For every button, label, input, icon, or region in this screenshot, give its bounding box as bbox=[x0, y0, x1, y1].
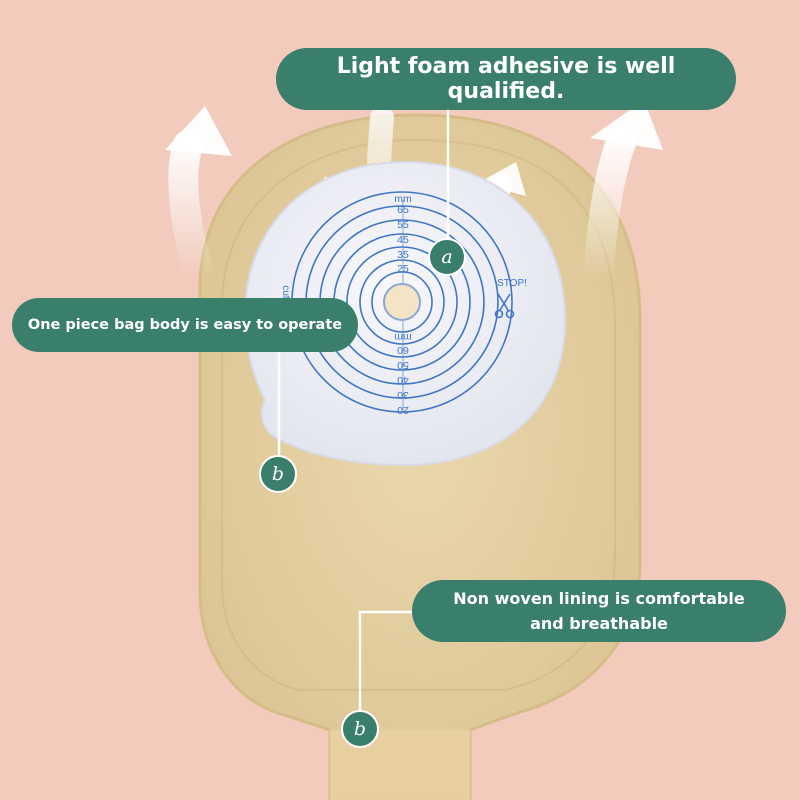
scale-label: 40 bbox=[397, 374, 409, 386]
callout-text: One piece bag body is easy to operate bbox=[27, 317, 343, 333]
marker-b: b bbox=[341, 710, 379, 748]
marker-letter: a bbox=[441, 246, 453, 268]
scale-label: 65 bbox=[397, 204, 409, 216]
scale-label: 60 bbox=[397, 344, 409, 356]
stoma-opening bbox=[383, 283, 421, 321]
marker-letter: b bbox=[353, 718, 367, 740]
marker-a: a bbox=[428, 238, 466, 276]
scissors-icon bbox=[494, 293, 515, 319]
scale-label: 35 bbox=[397, 249, 409, 261]
scale-label: 50 bbox=[397, 359, 409, 371]
scale-label: 55 bbox=[397, 219, 409, 231]
cut-label: cut bbox=[280, 285, 291, 299]
marker-b: b bbox=[259, 455, 297, 493]
callout-non-woven-lining: Non woven lining is comfortable and brea… bbox=[412, 580, 786, 642]
scale-label: 25 bbox=[397, 263, 409, 275]
marker-letter: b bbox=[271, 463, 285, 485]
scale-label: 20 bbox=[397, 404, 409, 416]
scale-unit-top: mm bbox=[394, 193, 412, 205]
scale-label: 45 bbox=[397, 234, 409, 246]
callout-one-piece-bag: One piece bag body is easy to operate bbox=[12, 298, 358, 352]
scale-unit-bottom: mm bbox=[394, 331, 412, 343]
callout-text: Light foam adhesive is well qualified. bbox=[336, 54, 676, 104]
callout-text-line2: and breathable bbox=[530, 614, 668, 633]
scale-label: 30 bbox=[397, 389, 409, 401]
callout-text-line1: Non woven lining is comfortable bbox=[453, 589, 745, 608]
callout-foam-adhesive: Light foam adhesive is well qualified. bbox=[276, 48, 736, 110]
stop-label: STOP! bbox=[497, 278, 527, 289]
